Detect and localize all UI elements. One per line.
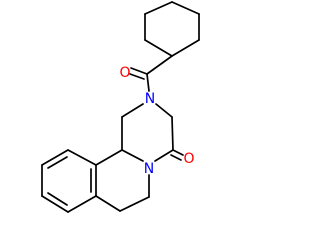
benzene-bond [41,149,69,166]
amide-oxygen-label: O [119,65,130,81]
cyclohexane-bond [171,39,200,57]
ring-bond [121,103,144,118]
lactam-double-bond [172,149,184,156]
ring-bond [95,195,121,212]
cyclohexane-bond [144,1,173,15]
ring-bond [155,103,173,118]
amine-nitrogen-label: N [145,91,155,107]
cyclohexane-bond [171,1,200,15]
lactam-double-bond [170,154,182,161]
carbonyl-nitrogen-bond [146,73,150,92]
ring-bond [154,149,174,162]
carbonyl-double-bond [129,73,145,80]
benzene-bond [67,149,97,166]
ring-bond [121,149,144,162]
lactam-oxygen-label: O [183,151,194,167]
bonds [41,1,200,213]
benzene-double-bond [47,156,68,169]
ring-bond [171,116,174,151]
atom-labels: O N N O [119,65,194,177]
benzene-bond [41,195,69,213]
cyclohexane-bond [144,39,173,57]
benzene-double-bond [47,192,68,206]
carbonyl-double-bond [130,67,148,75]
ring-bond [119,196,150,212]
cyclohexyl-carbonyl-bond [146,55,173,75]
ring-nitrogen-label: N [144,161,154,177]
benzene-bond [67,195,97,213]
chemical-structure: O N N O [41,1,200,213]
ring-bond [95,149,123,166]
